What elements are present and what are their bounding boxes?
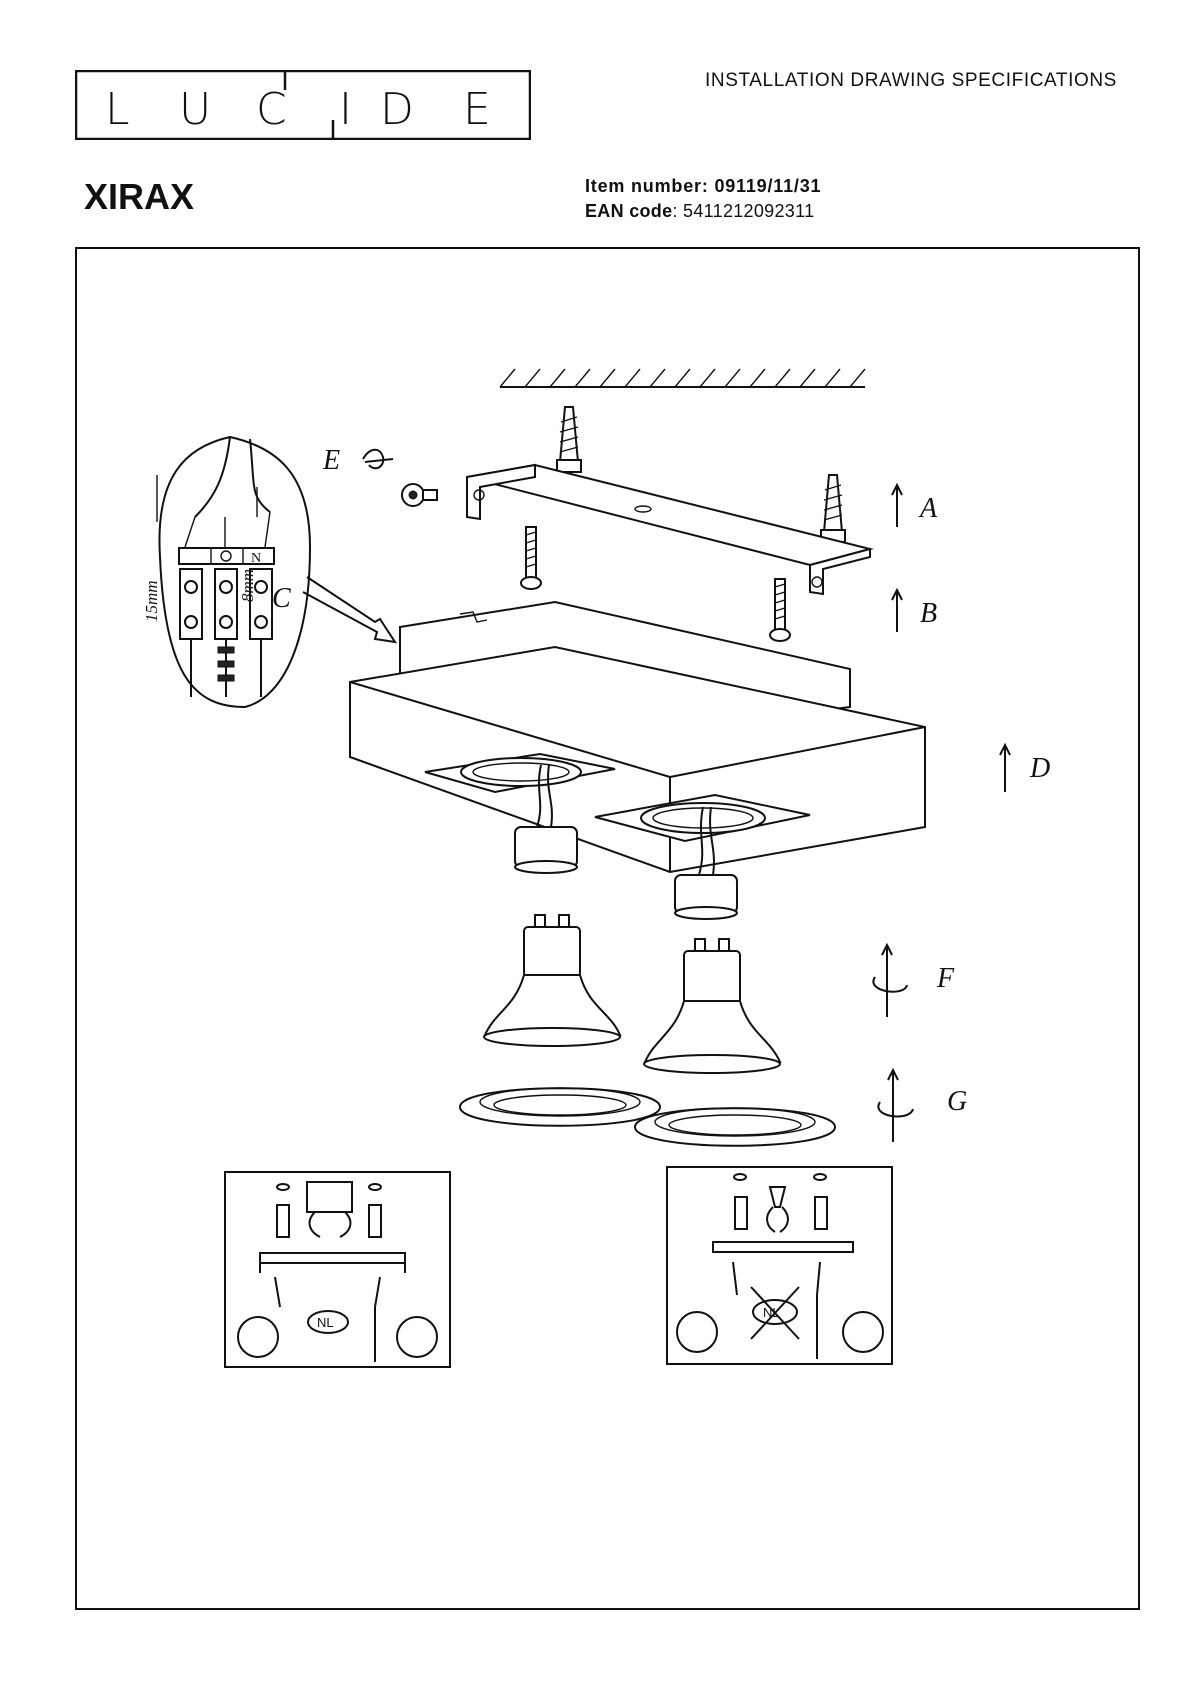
item-number-line: Item number: 09119/11/31: [585, 176, 821, 197]
item-number-value: 09119/11/31: [714, 176, 822, 196]
wall-plug-icon: [820, 474, 846, 543]
mounting-bracket-icon: [466, 463, 874, 596]
lamp-holder-icon: [674, 806, 738, 920]
prohibited-cross-icon: [750, 1286, 800, 1340]
step-label-e: E: [322, 445, 340, 476]
lucide-logo: L U C I D E: [75, 70, 531, 140]
wiring-detail-icon: N: [156, 435, 312, 709]
inset-left-badge: NL: [317, 1315, 334, 1330]
lamp-holder-icon: [514, 764, 578, 874]
logo-letter-6: E: [463, 84, 491, 135]
logo-letter-4: I: [339, 84, 352, 135]
trim-ring-icon: [458, 1087, 662, 1127]
step-label-d: D: [1029, 753, 1050, 784]
ceiling-icon: [499, 368, 866, 388]
step-label-a: A: [918, 493, 938, 524]
terminal-n-label: N: [251, 551, 261, 566]
gu10-bulb-icon: [643, 938, 782, 1074]
step-a-arrow-icon: [891, 482, 903, 527]
strip-length-label: 15mm: [142, 580, 161, 622]
step-label-f: F: [936, 963, 955, 994]
core-length-label: 8mm: [238, 569, 257, 602]
gu10-bulb-icon: [483, 914, 622, 1047]
fixture-body-icon: [349, 600, 926, 874]
step-label-g: G: [947, 1086, 967, 1117]
step-label-c: C: [272, 583, 291, 614]
logo-letter-3: C: [256, 84, 287, 135]
wall-plug-icon: [556, 406, 582, 473]
logo-letter-5: D: [380, 84, 414, 135]
mounting-inset-right: NL: [666, 1166, 893, 1365]
item-number-label: Item number: [585, 176, 702, 196]
logo-letter-2: U: [179, 84, 211, 135]
step-f-rotate-icon: [872, 942, 908, 1017]
inset-right-badge: NL: [763, 1305, 780, 1320]
mounting-screw-icon: [520, 526, 542, 590]
step-g-rotate-icon: [877, 1067, 914, 1142]
ean-code-label: EAN code: [585, 201, 673, 221]
callout-arrow-icon: [302, 576, 398, 644]
step-label-b: B: [920, 598, 937, 629]
product-name: XIRAX: [84, 176, 195, 217]
ean-code-line: EAN code: 5411212092311: [585, 201, 814, 222]
step-d-arrow-icon: [999, 742, 1011, 792]
ean-code-colon: :: [672, 201, 684, 221]
installation-drawing: A B D E: [142, 368, 1050, 1368]
drawing-frame: [75, 247, 1140, 1610]
logo-letter-1: L: [105, 84, 130, 135]
mounting-inset-left: NL: [224, 1171, 451, 1368]
item-number-colon: :: [701, 176, 715, 196]
mounting-screw-icon: [769, 578, 791, 642]
step-b-arrow-icon: [891, 587, 903, 632]
ean-code-value: 5411212092311: [683, 201, 815, 221]
document-title: INSTALLATION DRAWING SPECIFICATIONS: [705, 70, 1117, 91]
trim-ring-icon: [633, 1107, 837, 1147]
screw-head-icon: [401, 483, 438, 507]
step-e-screw-turn-icon: [362, 448, 394, 470]
